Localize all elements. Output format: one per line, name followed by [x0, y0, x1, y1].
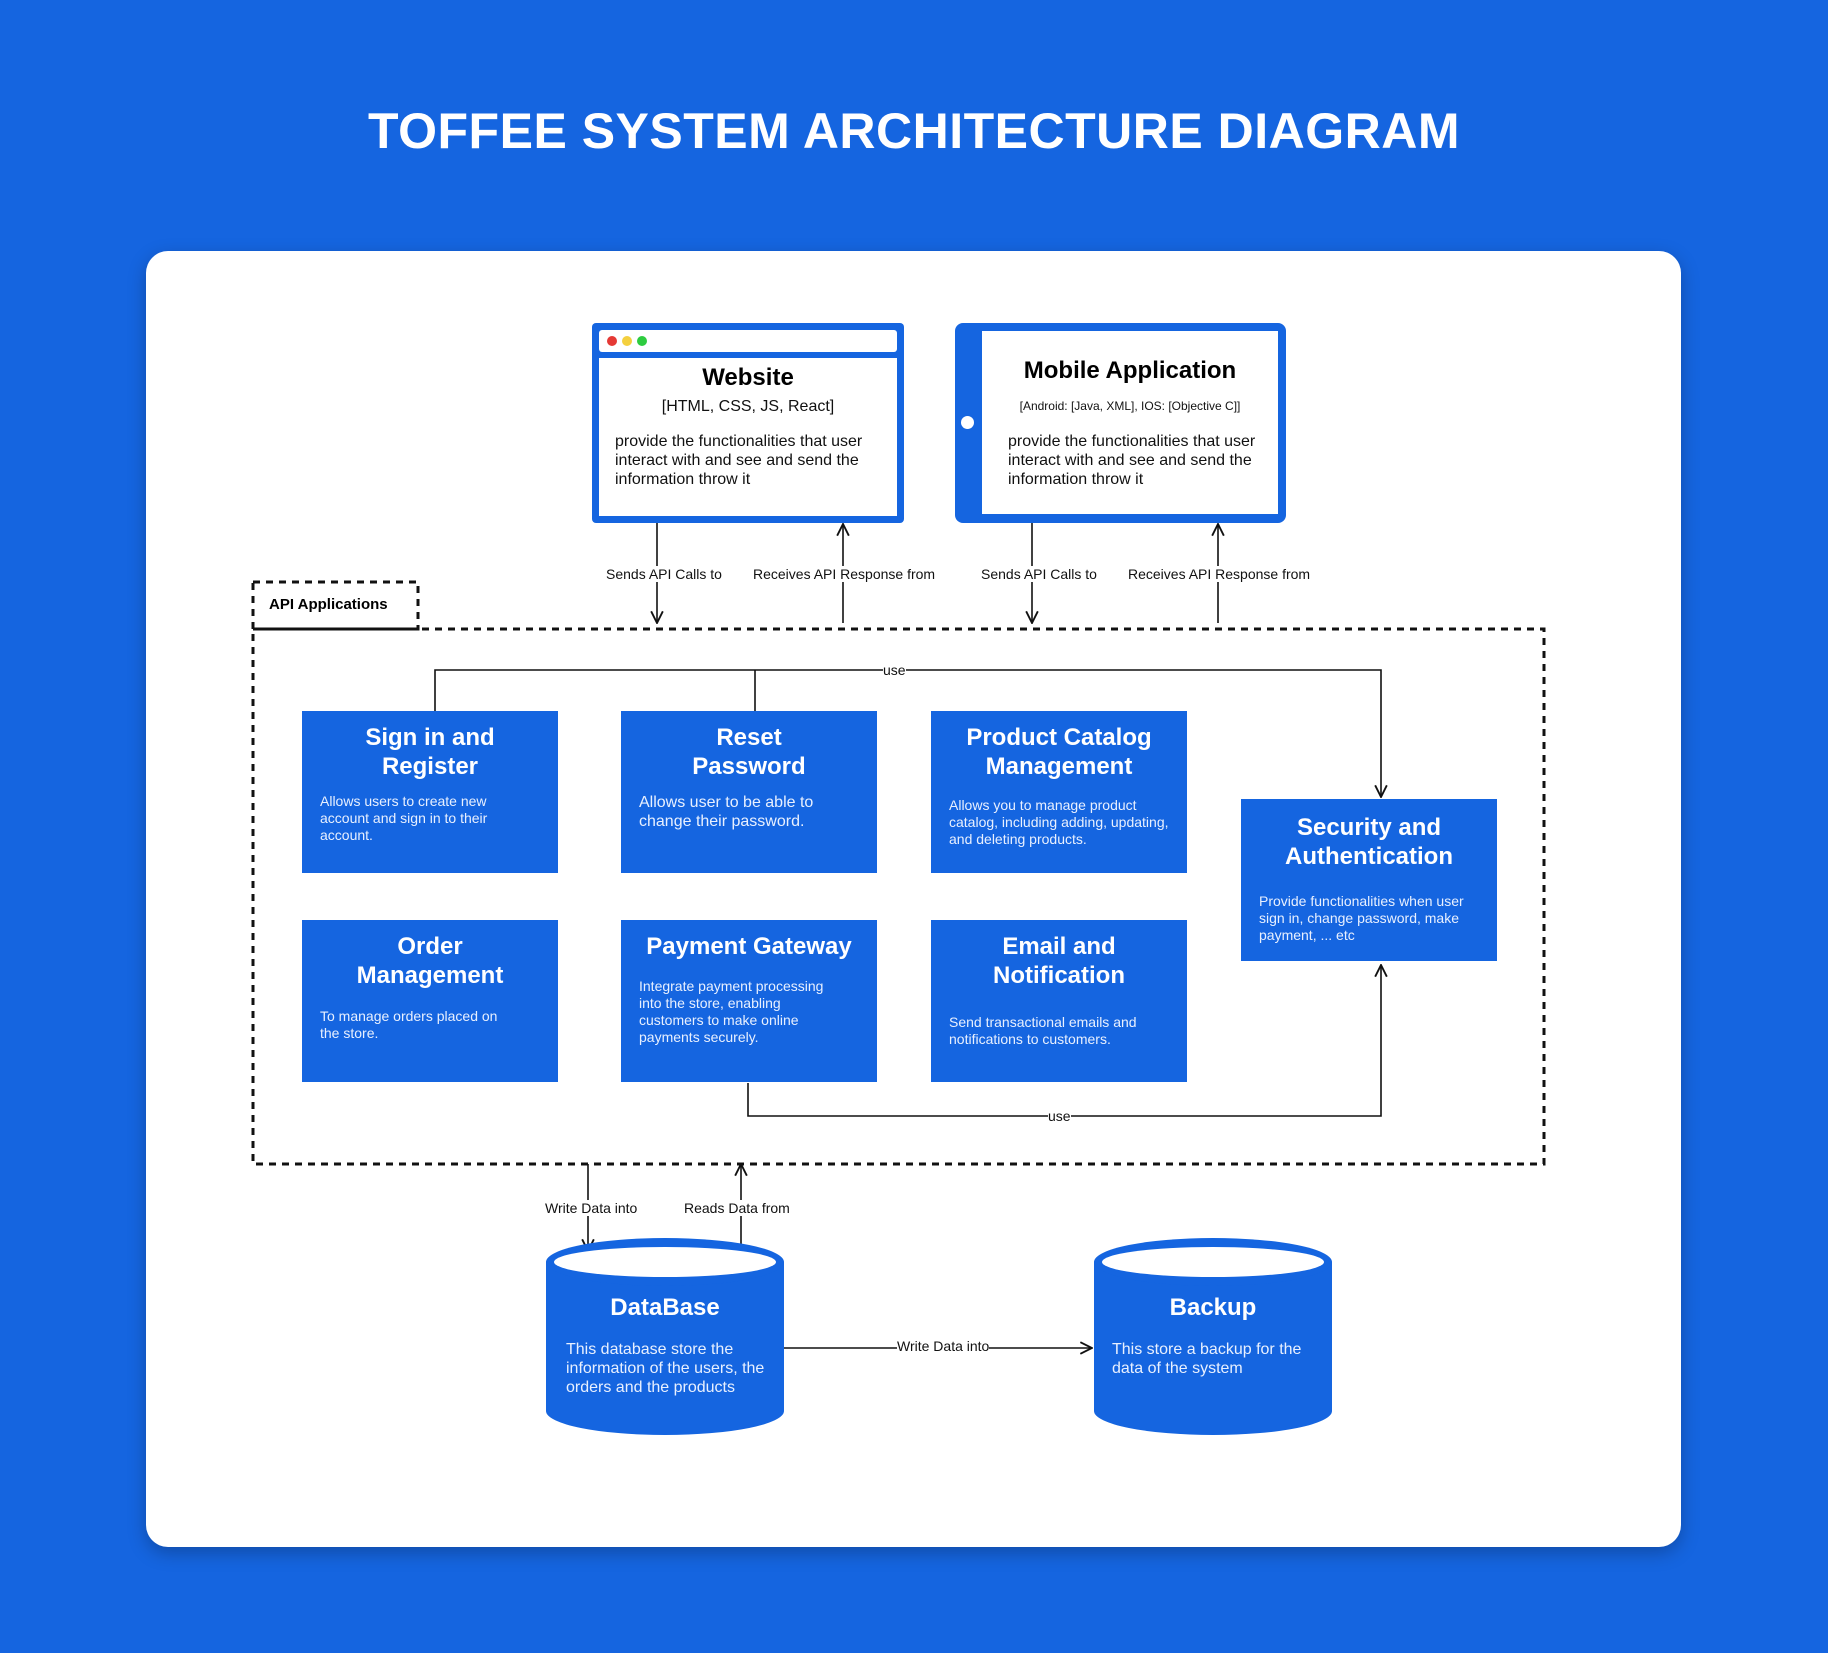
- component-description: Allows you to manage product catalog, in…: [949, 797, 1169, 847]
- website-node: Website [HTML, CSS, JS, React] provide t…: [592, 323, 904, 523]
- order-management-component: Order Management To manage orders placed…: [302, 920, 558, 1082]
- read-db-label: Reads Data from: [684, 1200, 790, 1216]
- connector-layer: [251, 251, 1546, 1435]
- api-group-label: API Applications: [269, 596, 388, 613]
- signin-register-component: Sign in and Register Allows users to cre…: [302, 711, 558, 873]
- mobile-send-label: Sends API Calls to: [981, 566, 1097, 582]
- backup-title: Backup: [1169, 1294, 1257, 1321]
- write-backup-label: Write Data into: [897, 1338, 990, 1354]
- email-notification-component: Email and Notification Send transactiona…: [931, 920, 1187, 1082]
- component-title: Order Management: [356, 933, 504, 989]
- use-top-label: use: [883, 662, 906, 678]
- component-description: Allows user to be able to change their p…: [639, 794, 814, 830]
- web-send-label: Sends API Calls to: [606, 566, 722, 582]
- component-title: Product Catalog Management: [966, 724, 1152, 780]
- database-title: DataBase: [610, 1294, 720, 1321]
- component-description: To manage orders placed on the store.: [320, 1008, 498, 1041]
- close-dot-icon: [607, 336, 617, 346]
- component-description: Allows users to create new account and s…: [320, 793, 488, 843]
- use-top-connector: [434, 669, 1381, 797]
- mobile-tech: [Android: [Java, XML], IOS: [Objective C…: [1019, 399, 1241, 413]
- mobile-content: Mobile Application [Android: [Java, XML]…: [982, 331, 1278, 514]
- backup-description: This store a backup for the data of the …: [1112, 1341, 1302, 1377]
- security-auth-component: Security and Authentication Provide func…: [1241, 799, 1497, 961]
- product-catalog-component: Product Catalog Management Allows you to…: [931, 711, 1187, 873]
- write-db-label: Write Data into: [545, 1200, 638, 1216]
- use-bottom-label: use: [1048, 1108, 1071, 1124]
- mobile-description: provide the functionalities that user in…: [1008, 433, 1256, 488]
- mobile-node: Mobile Application [Android: [Java, XML]…: [955, 323, 1286, 523]
- page-title: TOFFEE SYSTEM ARCHITECTURE DIAGRAM: [367, 103, 1461, 159]
- api-group-tag-border: [251, 580, 420, 631]
- maximize-dot-icon: [637, 336, 647, 346]
- diagram-canvas: Website [HTML, CSS, JS, React] provide t…: [146, 251, 1681, 1547]
- component-description: Send transactional emails and notificati…: [949, 1014, 1137, 1047]
- component-title: Email and Notification: [993, 933, 1125, 989]
- component-title: Reset Password: [692, 724, 806, 780]
- website-title: Website: [702, 364, 794, 391]
- website-content: Website [HTML, CSS, JS, React] provide t…: [599, 358, 897, 516]
- mobile-receive-label: Receives API Response from: [1128, 566, 1311, 582]
- payment-gateway-component: Payment Gateway Integrate payment proces…: [621, 920, 877, 1082]
- component-title: Sign in and Register: [365, 724, 495, 780]
- web-receive-label: Receives API Response from: [753, 566, 936, 582]
- component-description: Provide functionalities when user sign i…: [1259, 893, 1464, 943]
- minimize-dot-icon: [622, 336, 632, 346]
- website-description: provide the functionalities that user in…: [615, 433, 863, 488]
- browser-titlebar: [599, 330, 897, 352]
- database-description: This database store the information of t…: [566, 1341, 765, 1396]
- reset-password-component: Reset Password Allows user to be able to…: [621, 711, 877, 873]
- database-cylinder: [546, 1238, 784, 1435]
- backup-cylinder: [1094, 1238, 1332, 1435]
- component-title: Payment Gateway: [646, 933, 852, 960]
- mobile-title: Mobile Application: [1023, 357, 1237, 384]
- website-tech: [HTML, CSS, JS, React]: [661, 398, 835, 415]
- component-description: Integrate payment processing into the st…: [639, 978, 824, 1045]
- component-title: Security and Authentication: [1285, 814, 1453, 870]
- tablet-home-button-icon: [961, 416, 974, 429]
- api-group-border: [251, 627, 1546, 1166]
